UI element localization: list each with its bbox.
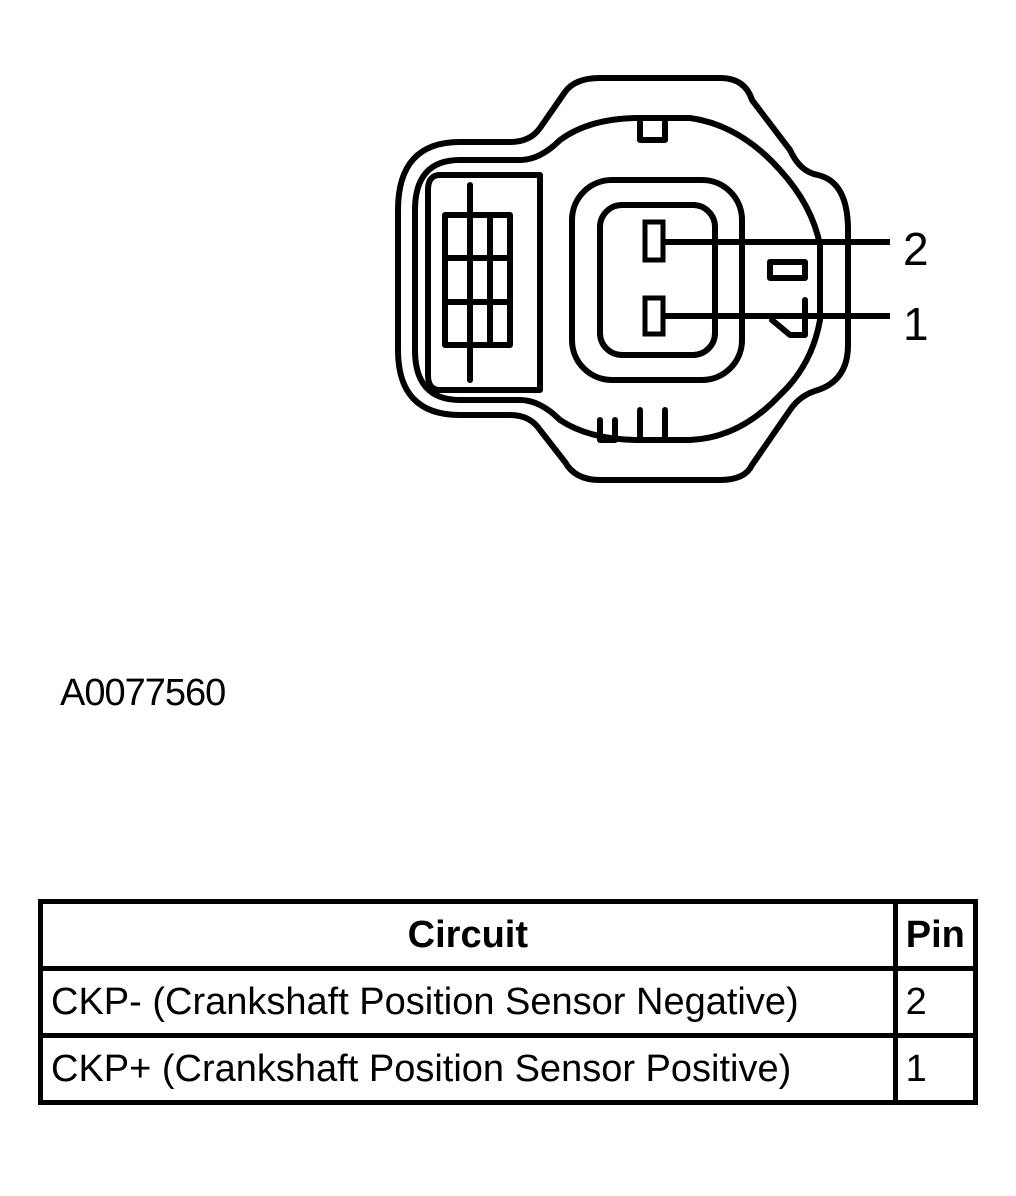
connector-diagram: 2 1 [395,75,929,483]
latch-outline [425,172,543,393]
pin-2-callout: 2 [903,223,929,275]
circuit-column-header: Circuit [38,899,898,971]
figure-id: A0077560 [60,672,226,714]
pin-1-callout: 1 [903,298,929,350]
connector-inner-outline [412,115,823,443]
circuit-cell: CKP- (Crankshaft Position Sensor Negativ… [38,966,898,1038]
terminal-shroud [569,177,745,383]
connector-housing-outline [395,75,851,483]
circuit-cell: CKP+ (Crankshaft Position Sensor Positiv… [38,1033,898,1105]
key-tab-top [637,119,668,143]
terminal-pin-1 [642,295,666,337]
terminal-pin-2 [642,219,666,263]
latch-rib [442,212,513,348]
key-tab-bottom [597,407,668,443]
table-header-row: Circuit Pin [38,899,979,971]
pin-cell: 2 [892,966,979,1038]
table-row: CKP- (Crankshaft Position Sensor Negativ… [38,966,979,1038]
pin-cell: 1 [892,1033,979,1105]
terminal-cavity [597,202,718,358]
pinout-table: Circuit Pin CKP- (Crankshaft Position Se… [38,899,979,1105]
pin-column-header: Pin [892,899,979,971]
table-row: CKP+ (Crankshaft Position Sensor Positiv… [38,1033,979,1105]
latch-notch [767,259,808,281]
